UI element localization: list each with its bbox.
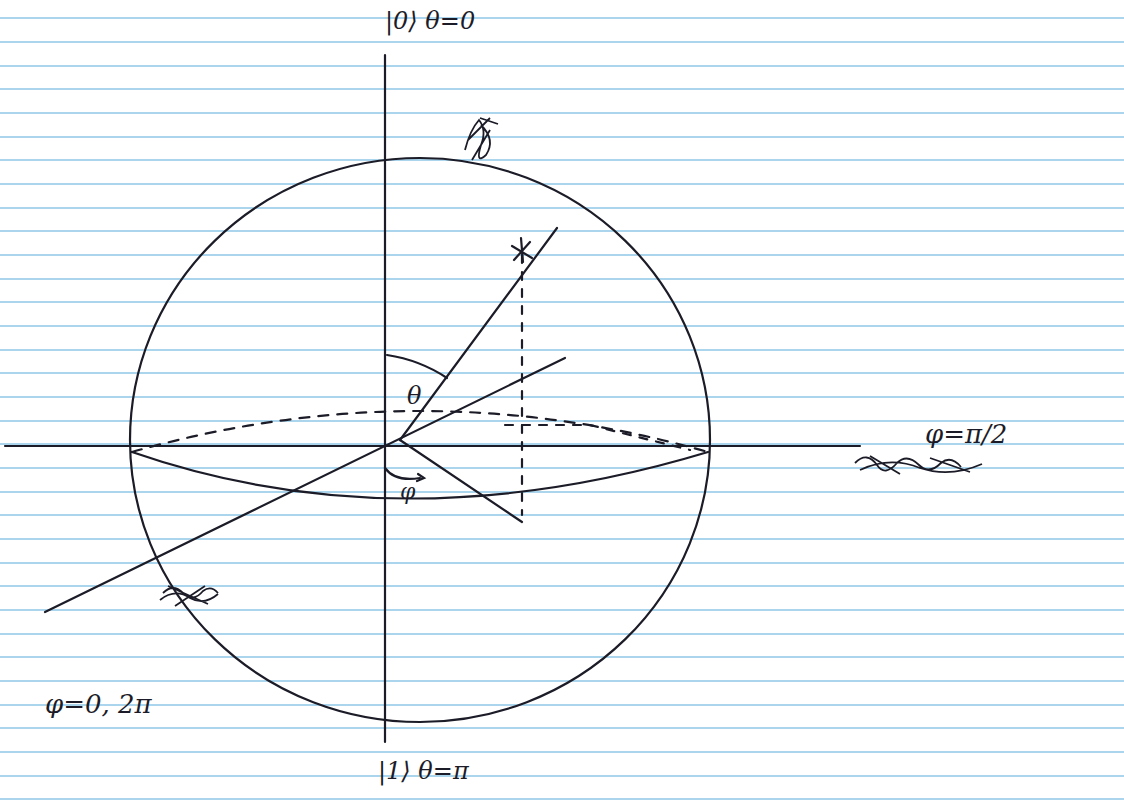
angle-label: φ (400, 480, 415, 504)
pole-label: |0⟩ θ=0 (385, 8, 475, 34)
pole-label: |1⟩ θ=π (378, 758, 469, 784)
sphere-drawing (5, 55, 860, 742)
angle-label: θ (407, 383, 421, 409)
ruled-lines (0, 18, 1124, 799)
axis-label: φ=π/2 (925, 420, 1007, 449)
axis-label: φ=0, 2π (45, 690, 152, 719)
crossed-out-scribble (160, 118, 982, 606)
